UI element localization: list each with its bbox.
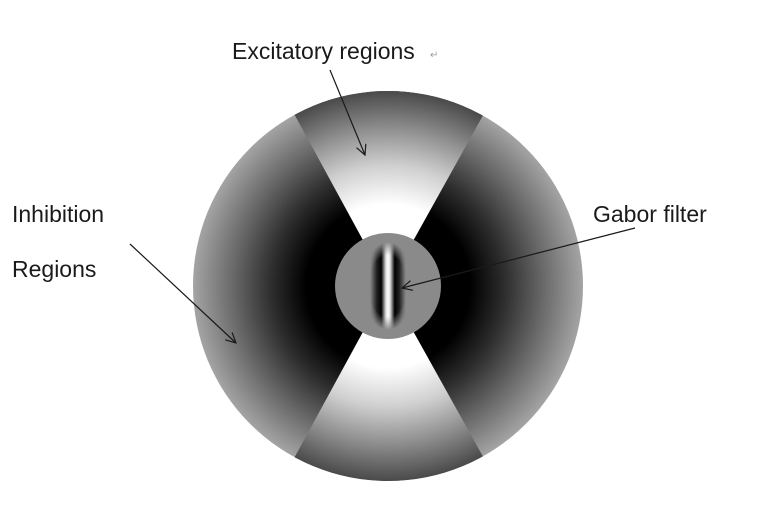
arrow-inhibition [129, 243, 236, 343]
gabor-filter-label: Gabor filter [593, 201, 707, 227]
inhibition-label-line1: Inhibition [12, 201, 105, 227]
paragraph-return-mark: ↵ [430, 50, 439, 61]
receptive-field-disk [193, 91, 583, 481]
arrow-gabor [402, 227, 636, 288]
excitatory-region-bottom [292, 286, 486, 481]
excitatory-regions-label: Excitatory regions [232, 38, 415, 64]
inhibition-label-line2: Regions [12, 256, 97, 282]
arrow-excitatory [329, 69, 365, 155]
